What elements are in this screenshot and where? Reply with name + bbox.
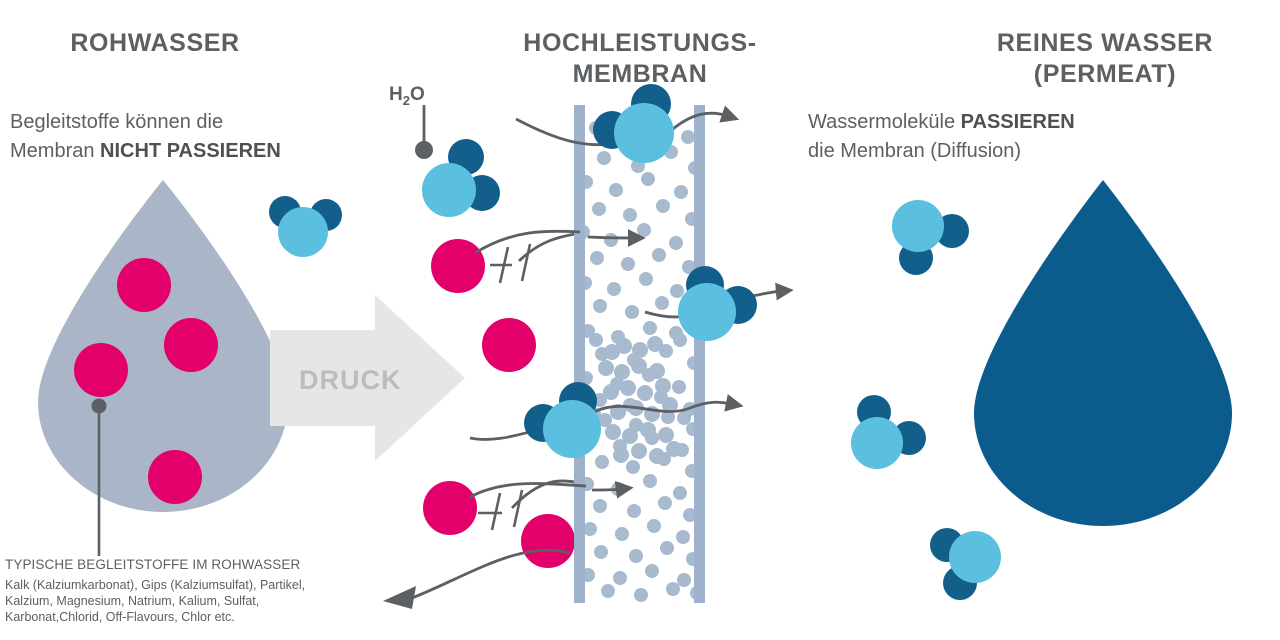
page-title-permeate: REINES WASSER (PERMEAT) <box>935 28 1275 90</box>
footnote-title: TYPISCHE BEGLEITSTOFFE IM ROHWASSER <box>5 557 301 572</box>
water-drop-icon <box>974 180 1232 526</box>
raw-water-desc-line2-bold: NICHT PASSIEREN <box>100 140 281 162</box>
water-molecule-icon <box>593 84 674 163</box>
water-molecule-icon <box>422 139 500 217</box>
permeate-title-line2: (PERMEAT) <box>1033 60 1177 88</box>
contaminant-particle <box>117 258 171 312</box>
contaminant-particle <box>74 343 128 397</box>
blocked-slash-icon <box>478 489 524 531</box>
h2o-label-o: O <box>409 84 425 105</box>
raw-water-drop-group <box>38 180 288 556</box>
raw-water-description: Begleitstoffe können die Membran NICHT P… <box>10 108 380 166</box>
permeate-group <box>851 180 1232 600</box>
curved-arrow-icon <box>587 229 646 247</box>
pressure-label: DRUCK <box>299 365 402 395</box>
left-arrow-head-icon <box>383 586 416 609</box>
permeate-title-line1: REINES WASSER <box>996 29 1214 57</box>
page-title-raw-water: ROHWASSER <box>70 29 240 57</box>
contaminant-particle <box>521 514 575 568</box>
water-molecule-icon <box>524 382 601 458</box>
leader-dot-icon <box>415 141 433 159</box>
curved-arrow-icon <box>469 482 587 499</box>
membrane-speckle-field <box>576 115 702 602</box>
pressure-arrow-shape <box>270 295 465 461</box>
water-molecule-icon <box>851 395 926 469</box>
h2o-callout-group <box>415 105 433 159</box>
blocked-slash-icon <box>490 243 532 284</box>
membrane-title-line2: MEMBRAN <box>572 60 708 88</box>
water-molecule-icon <box>930 528 1001 600</box>
permeate-desc-line2: die Membran (Diffusion) <box>808 140 1022 162</box>
left-arrow-icon <box>411 548 571 600</box>
water-molecule-icon <box>892 200 969 275</box>
feed-side-group <box>383 230 586 609</box>
footnote-line: Karbonat,Chlorid, Off-Flavours, Chlor et… <box>5 610 235 624</box>
footnote-line: Kalzium, Magnesium, Natrium, Kalium, Sul… <box>5 594 260 608</box>
curved-arrow-icon <box>474 229 581 255</box>
membrane-wall-right <box>694 105 705 603</box>
membrane-wall-left <box>574 105 585 603</box>
contaminant-particle <box>148 450 202 504</box>
water-molecule-icon <box>269 196 342 257</box>
footnote-body: Kalk (Kalziumkarbonat), Gips (Kalziumsul… <box>5 577 405 625</box>
permeate-desc-line1-bold: PASSIEREN <box>960 111 1075 133</box>
h2o-label-h: H <box>389 84 403 105</box>
right-arrow-icon <box>282 295 390 323</box>
footnote-line: Kalk (Kalziumkarbonat), Gips (Kalziumsul… <box>5 578 306 592</box>
membrane-title-line1: HOCHLEISTUNGS- <box>523 29 757 57</box>
permeate-description: Wassermoleküle PASSIEREN die Membran (Di… <box>808 108 1208 166</box>
page-title-membrane: HOCHLEISTUNGS- MEMBRAN <box>470 28 810 90</box>
raw-water-desc-line2-plain: Membran <box>10 140 101 162</box>
water-molecule-icon <box>678 266 757 341</box>
contaminant-particle <box>431 239 485 293</box>
h2o-label-sub: 2 <box>402 92 410 108</box>
contaminant-particle <box>164 318 218 372</box>
permeate-desc-line1-plain: Wassermoleküle <box>808 111 961 133</box>
contaminant-particle <box>423 481 477 535</box>
curved-arrow-icon <box>593 394 744 414</box>
raw-water-drop-icon <box>38 180 288 512</box>
raw-water-desc-line1: Begleitstoffe können die <box>10 111 224 133</box>
h2o-molecule-label: H2O <box>389 84 425 108</box>
membrane-group <box>574 105 705 603</box>
pressure-arrow-group <box>270 295 465 461</box>
contaminant-particle <box>482 318 536 372</box>
curved-arrow-icon <box>591 480 634 499</box>
